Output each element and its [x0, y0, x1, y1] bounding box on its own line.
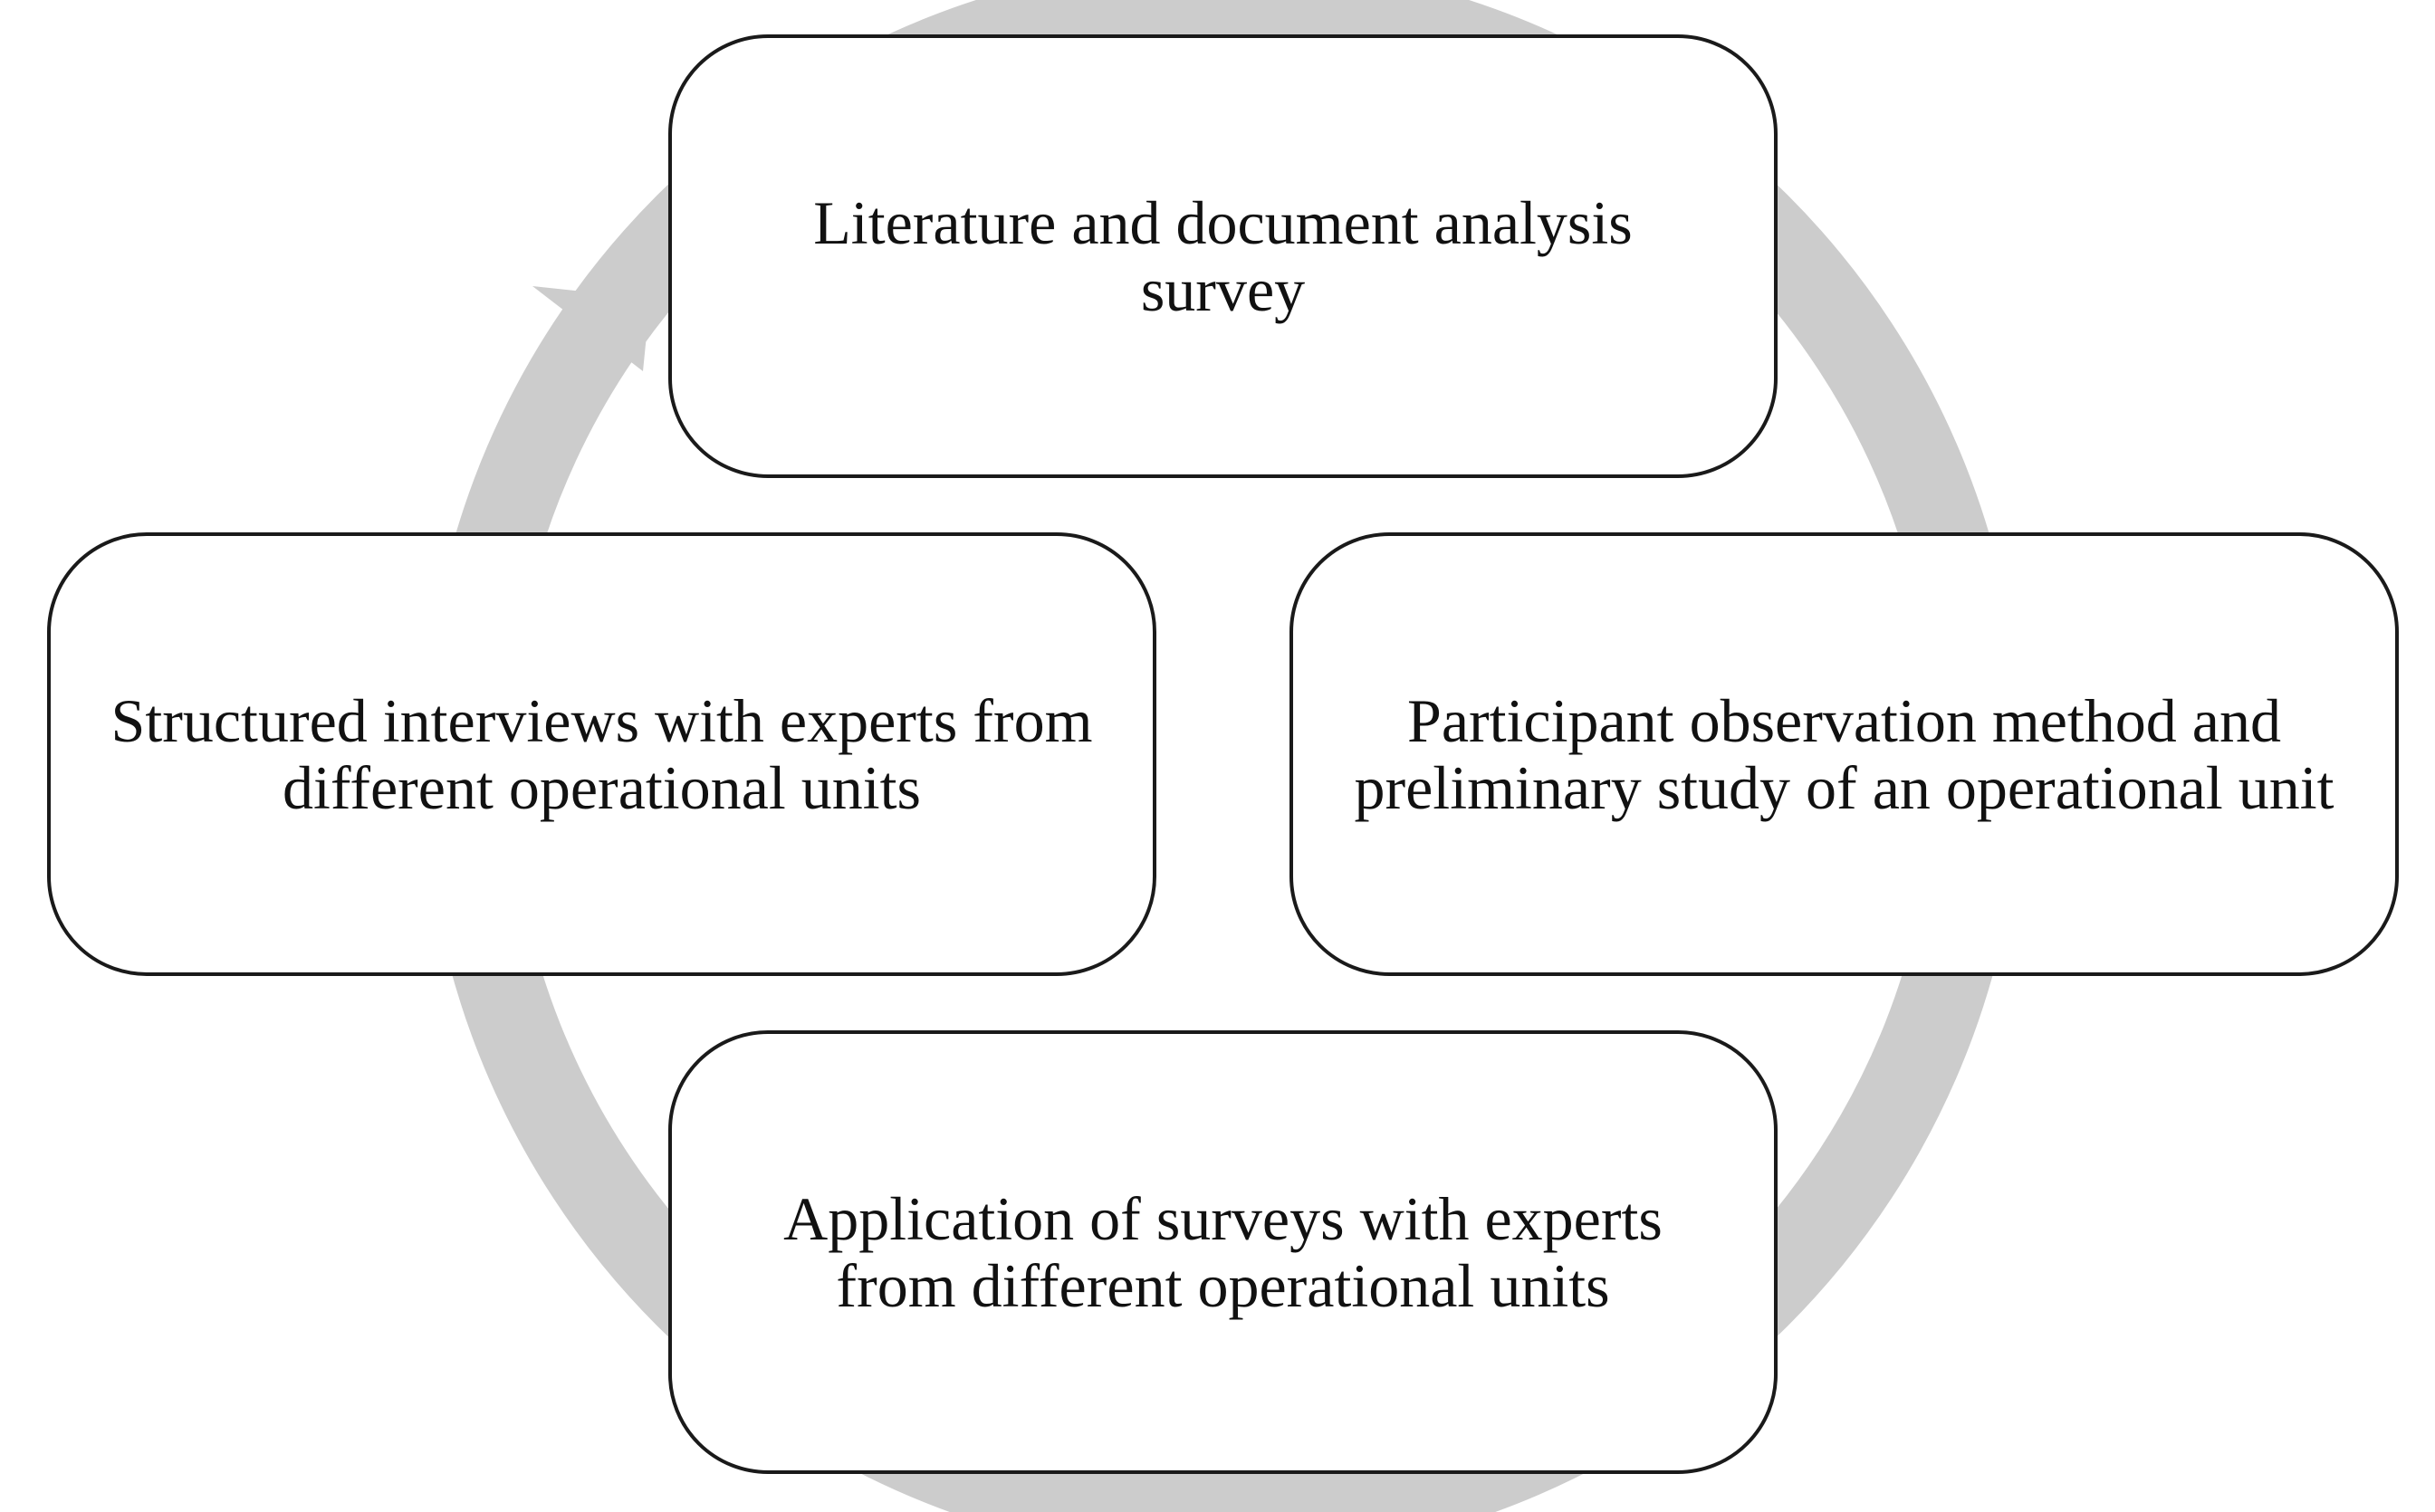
step-literature-analysis-label: Literature and document analysis survey	[813, 188, 1633, 324]
step-surveys-application-label: Application of surveys with experts from…	[783, 1184, 1663, 1320]
cycle-arrowhead-icon	[532, 286, 650, 371]
step-structured-interviews-label: Structured interviews with experts from …	[110, 686, 1093, 822]
step-literature-analysis: Literature and document analysis survey	[668, 34, 1778, 478]
step-participant-observation-label: Participant observation method and preli…	[1354, 686, 2334, 822]
step-participant-observation: Participant observation method and preli…	[1289, 532, 2399, 976]
step-surveys-application: Application of surveys with experts from…	[668, 1030, 1778, 1474]
step-structured-interviews: Structured interviews with experts from …	[47, 532, 1156, 976]
